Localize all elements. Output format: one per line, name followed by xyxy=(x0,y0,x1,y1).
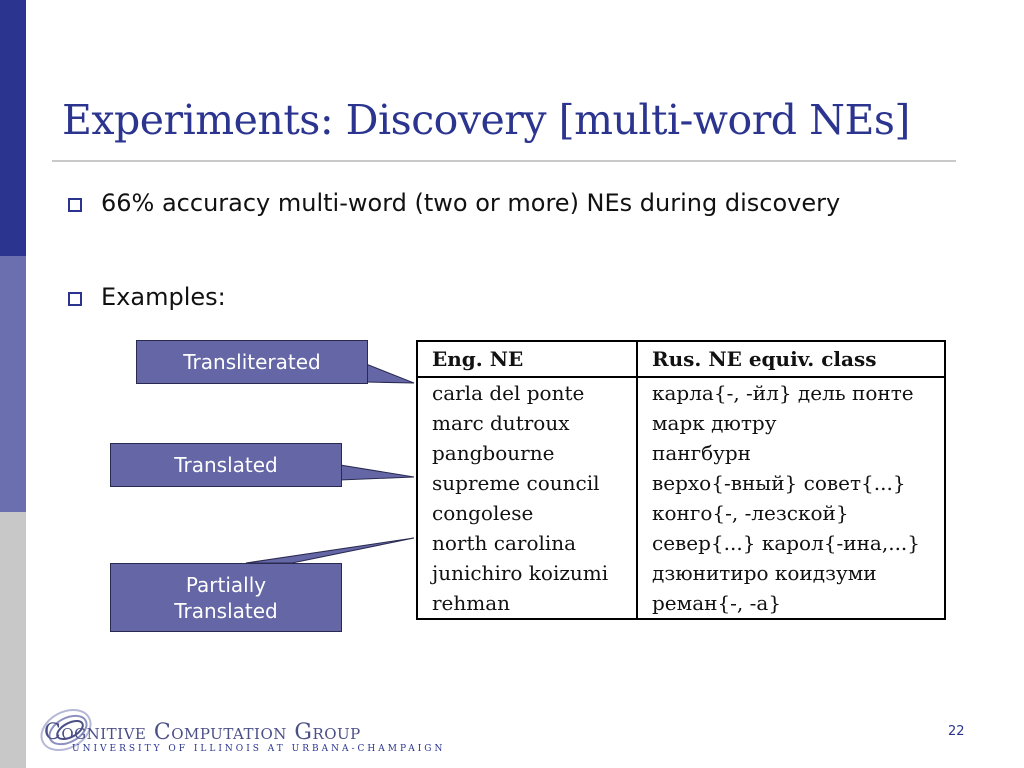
table-header-row: Eng. NE Rus. NE equiv. class xyxy=(417,341,945,378)
callout-label-line1: Partially xyxy=(185,572,267,597)
sidebar-stripe-middle xyxy=(0,256,26,512)
header-rus-ne: Rus. NE equiv. class xyxy=(637,341,945,378)
rus-cell: пангбурн xyxy=(652,441,752,465)
bullet-text: 66% accuracy multi-word (two or more) NE… xyxy=(101,189,841,217)
sidebar-stripe-bottom xyxy=(0,512,26,768)
table-row: pangbourne пангбурн xyxy=(417,438,945,468)
bullet-examples: Examples: xyxy=(68,280,928,314)
logo-swirl-icon xyxy=(40,708,92,752)
callout-label-line2: Translated xyxy=(174,598,278,623)
eng-cell: carla del ponte xyxy=(417,377,638,408)
pointer-partially-translated xyxy=(245,537,415,564)
rus-cell: марк дютру xyxy=(652,411,777,435)
rus-cell: конго{-, -лезской} xyxy=(652,501,849,525)
table-row: congolese конго{-, -лезской} xyxy=(417,498,945,528)
logo-subtitle: UNIVERSITY OF ILLINOIS AT URBANA-CHAMPAI… xyxy=(72,744,446,754)
logo-name: Cognitive Computation Group xyxy=(44,720,361,745)
header-eng-ne: Eng. NE xyxy=(417,341,638,378)
pointer-transliterated xyxy=(365,363,415,384)
square-bullet-icon xyxy=(68,292,82,306)
callout-translated: Translated xyxy=(110,443,342,487)
slide-number: 22 xyxy=(948,724,965,739)
rus-cell: верхо{-вный} совет{...} xyxy=(652,471,906,495)
table-row: marc dutroux марк дютру xyxy=(417,408,945,438)
rus-cell: карла{-, -йл} дель понте xyxy=(652,381,914,405)
sidebar-stripe-top xyxy=(0,0,26,256)
title-divider xyxy=(52,160,956,162)
rus-cell: север{...} карол{-ина,...} xyxy=(652,531,921,555)
bullet-text: Examples: xyxy=(101,283,226,311)
callout-label: Translated xyxy=(174,453,278,477)
callout-label: Transliterated xyxy=(183,350,321,374)
table-row: rehman реман{-, -а} xyxy=(417,588,945,619)
eng-cell: congolese xyxy=(417,498,638,528)
table-row: junichiro koizumi дзюнитиро коидзуми xyxy=(417,558,945,588)
square-bullet-icon xyxy=(68,198,82,212)
table-row: supreme council верхо{-вный} совет{...} xyxy=(417,468,945,498)
bullet-accuracy: 66% accuracy multi-word (two or more) NE… xyxy=(68,186,928,220)
eng-cell: junichiro koizumi xyxy=(417,558,638,588)
rus-cell: реман{-, -а} xyxy=(652,591,782,615)
table-row: carla del ponte карла{-, -йл} дель понте xyxy=(417,377,945,408)
eng-cell: north carolina xyxy=(417,528,638,558)
eng-cell: marc dutroux xyxy=(417,408,638,438)
rus-cell: дзюнитиро коидзуми xyxy=(652,561,877,585)
eng-cell: pangbourne xyxy=(417,438,638,468)
ne-examples-table: Eng. NE Rus. NE equiv. class carla del p… xyxy=(416,340,946,620)
slide-title: Experiments: Discovery [multi-word NEs] xyxy=(62,96,910,144)
eng-cell: supreme council xyxy=(417,468,638,498)
pointer-translated xyxy=(339,464,415,481)
callout-transliterated: Transliterated xyxy=(136,340,368,384)
table-row: north carolina север{...} карол{-ина,...… xyxy=(417,528,945,558)
callout-label: Partially Translated xyxy=(174,572,278,624)
eng-cell: rehman xyxy=(417,588,638,619)
callout-partially-translated: Partially Translated xyxy=(110,563,342,632)
